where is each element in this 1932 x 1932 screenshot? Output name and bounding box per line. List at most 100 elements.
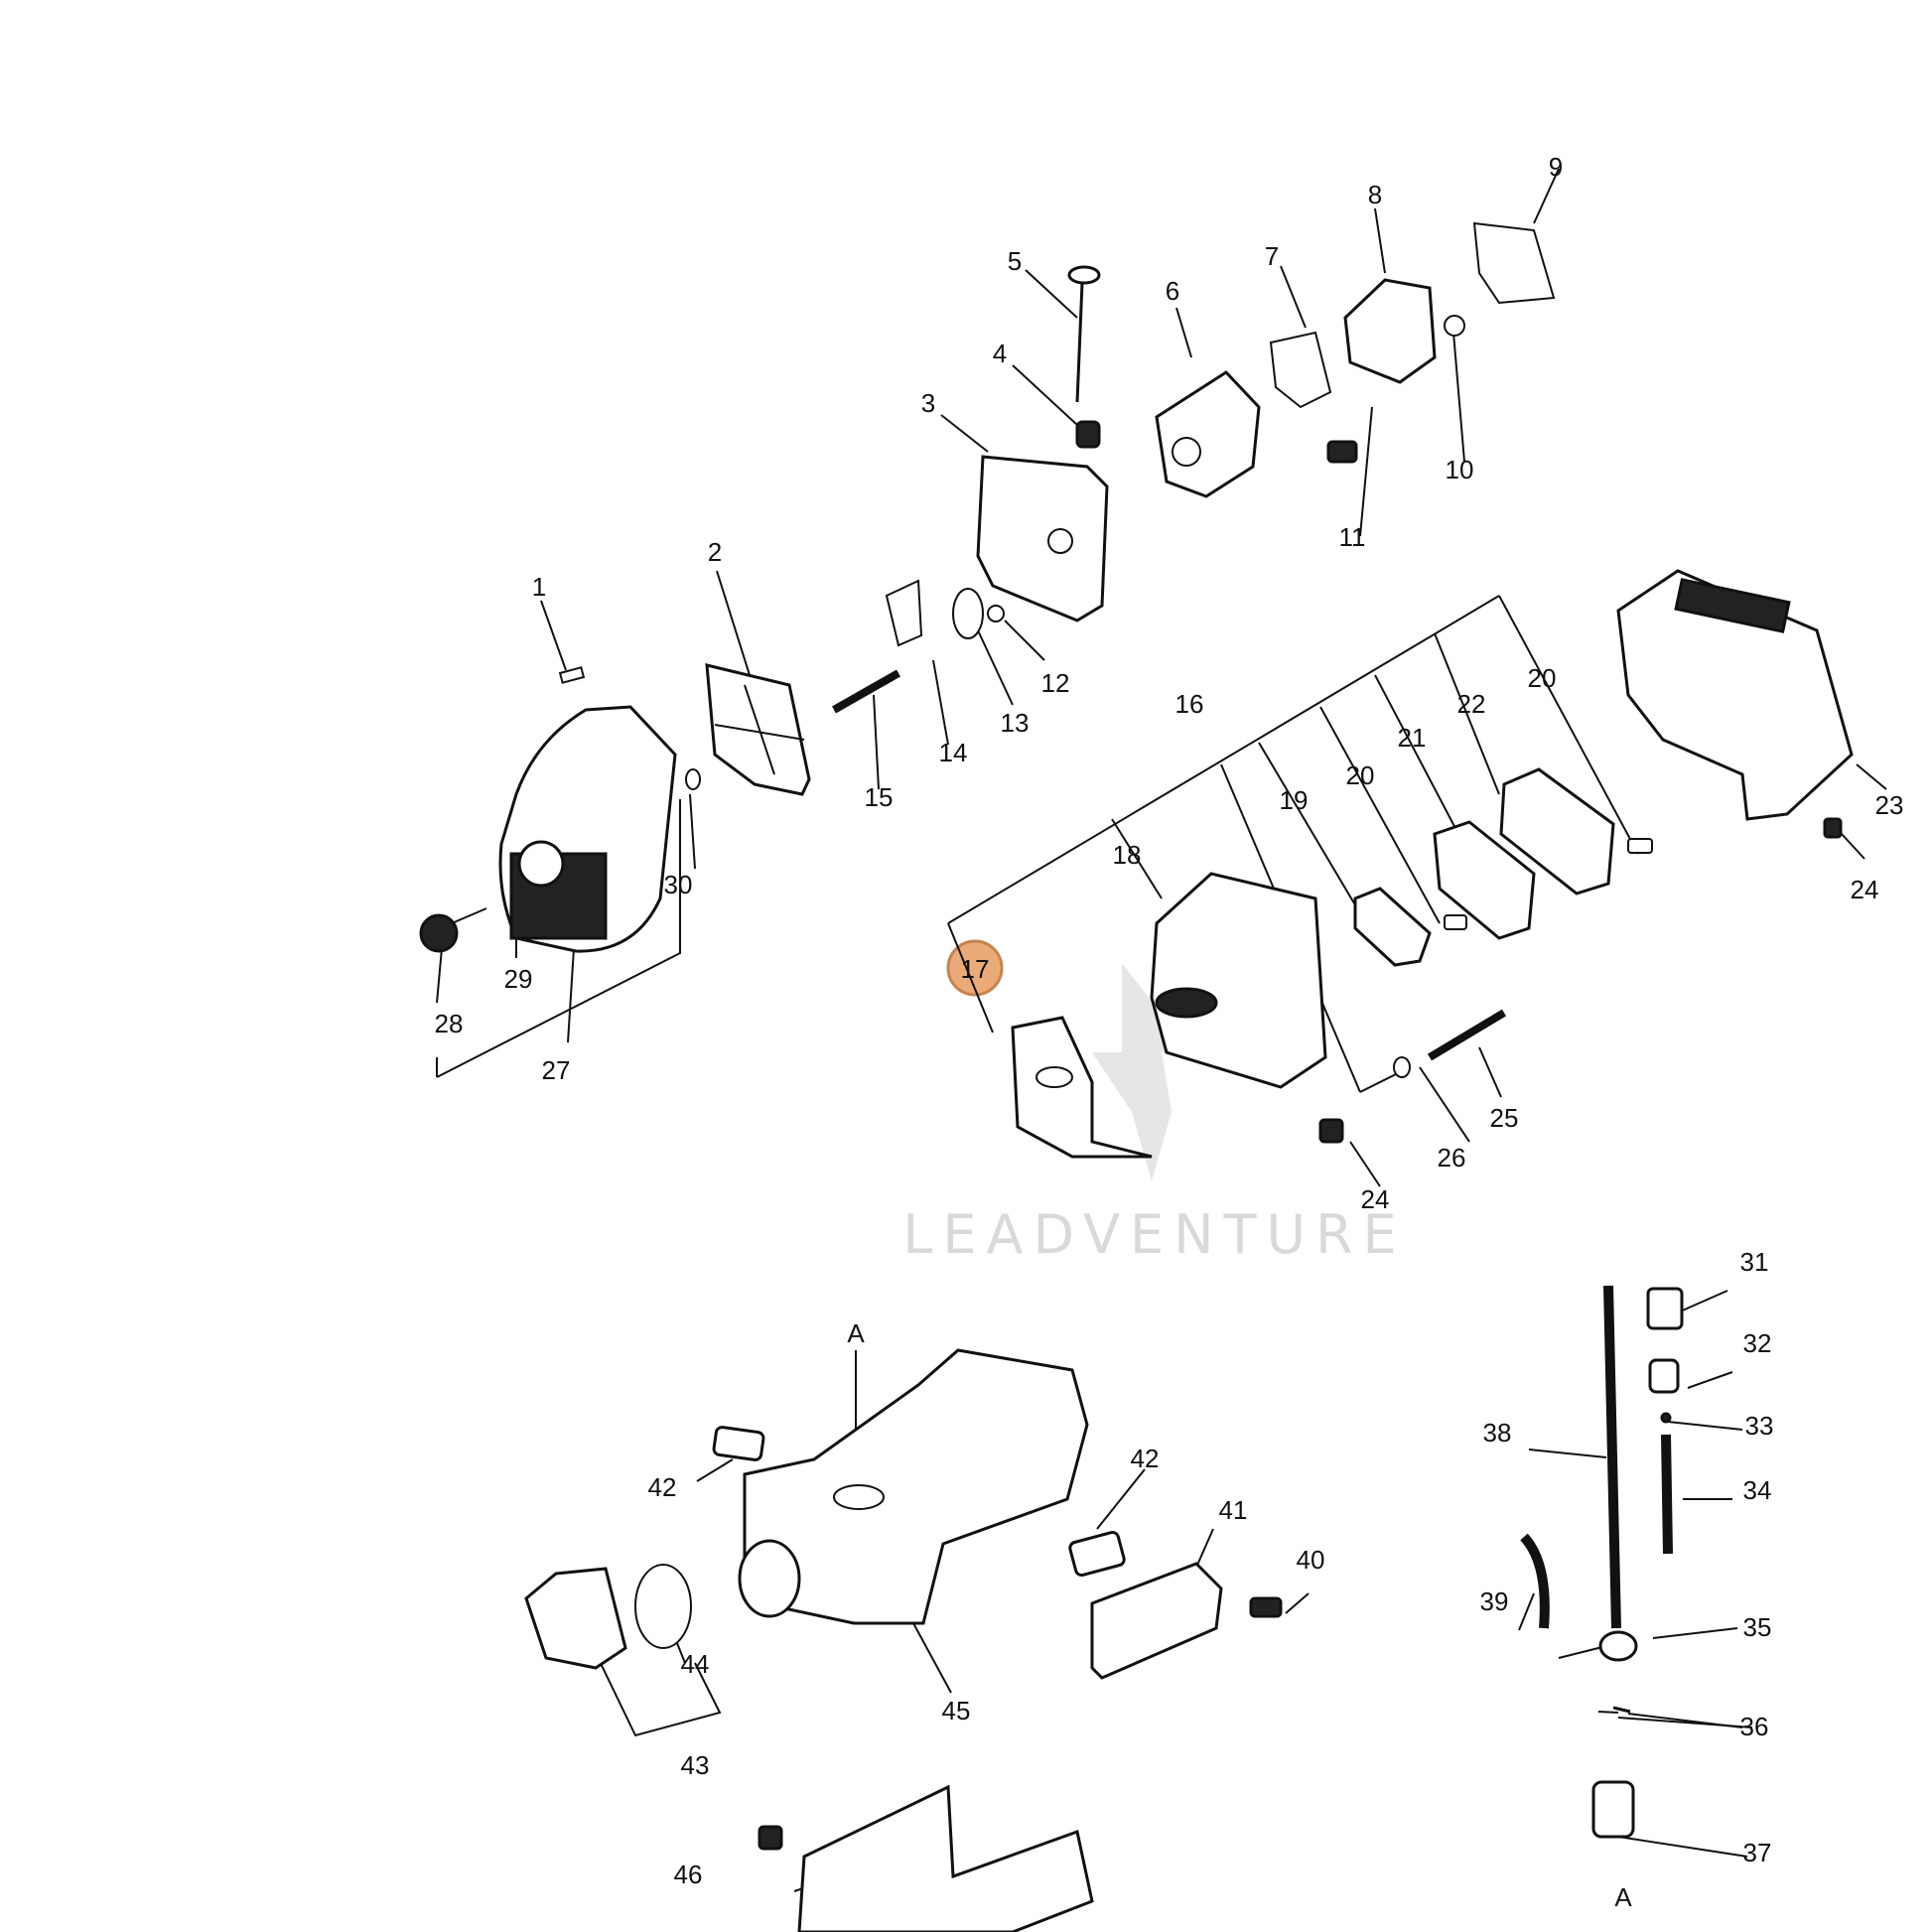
callout-14[interactable]: 14 bbox=[939, 738, 968, 767]
callout-15[interactable]: 15 bbox=[865, 782, 894, 812]
part-31-cap bbox=[1646, 1287, 1684, 1330]
part-35-grommet bbox=[1598, 1630, 1638, 1662]
part-23-vent-slots bbox=[1674, 578, 1791, 633]
part-3-air-cleaner-case bbox=[976, 455, 1109, 622]
part-25-bolt bbox=[1427, 1009, 1507, 1061]
callout-45[interactable]: 45 bbox=[942, 1696, 971, 1725]
callout-22[interactable]: 22 bbox=[1457, 689, 1486, 719]
callout-29[interactable]: 29 bbox=[504, 964, 533, 994]
part-28-knob bbox=[419, 913, 459, 953]
part-24-screw-right bbox=[1823, 817, 1843, 839]
callout-26[interactable]: 26 bbox=[1438, 1143, 1466, 1173]
parts bbox=[419, 221, 1854, 1932]
callout-4[interactable]: 4 bbox=[993, 339, 1007, 368]
part-3-case-port bbox=[1047, 528, 1073, 554]
callout-27[interactable]: 27 bbox=[542, 1055, 571, 1085]
part-5-primer-rod bbox=[1075, 282, 1084, 403]
part-6-carburetor bbox=[1155, 370, 1261, 498]
callout-17[interactable]: 17 bbox=[961, 954, 990, 984]
callout-25[interactable]: 25 bbox=[1490, 1103, 1519, 1133]
callout-39[interactable]: 39 bbox=[1480, 1587, 1509, 1616]
callout-24-right[interactable]: 24 bbox=[1851, 875, 1879, 904]
part-7-gasket bbox=[1269, 331, 1332, 409]
part-12-washer bbox=[987, 605, 1005, 622]
callout-20-upper[interactable]: 20 bbox=[1528, 663, 1557, 693]
callout-34[interactable]: 34 bbox=[1743, 1475, 1772, 1505]
part-13-clip bbox=[952, 588, 984, 639]
callout-7[interactable]: 7 bbox=[1265, 241, 1279, 271]
callout-10[interactable]: 10 bbox=[1446, 455, 1474, 484]
part-33-ring bbox=[1660, 1412, 1672, 1424]
callout-21[interactable]: 21 bbox=[1398, 723, 1427, 753]
part-20-bolt-upper bbox=[1627, 838, 1653, 854]
callout-2[interactable]: 2 bbox=[708, 537, 722, 567]
part-18-muffler-outlet bbox=[1155, 987, 1218, 1019]
callout-9[interactable]: 9 bbox=[1549, 152, 1563, 182]
callout-6[interactable]: 6 bbox=[1166, 276, 1179, 306]
callout-19[interactable]: 19 bbox=[1280, 785, 1309, 815]
callout-11[interactable]: 11 bbox=[1339, 522, 1366, 552]
part-5-primer-knob bbox=[1067, 265, 1101, 285]
callout-28[interactable]: 28 bbox=[435, 1009, 464, 1038]
part-42-grommet-left bbox=[712, 1426, 765, 1461]
leader-lines bbox=[436, 168, 1887, 1892]
part-15-screw bbox=[832, 669, 900, 714]
part-2-air-filter bbox=[705, 663, 811, 796]
part-17-port bbox=[1035, 1066, 1073, 1088]
part-24-screw-lower bbox=[1318, 1118, 1344, 1144]
callout-38[interactable]: 38 bbox=[1483, 1418, 1512, 1448]
callout-36[interactable]: 36 bbox=[1740, 1712, 1769, 1741]
callout-43[interactable]: 43 bbox=[681, 1750, 710, 1780]
part-46-screw bbox=[758, 1825, 783, 1851]
callout-16[interactable]: 16 bbox=[1175, 689, 1204, 719]
part-29-cover-hub bbox=[517, 840, 565, 888]
callout-24-lower[interactable]: 24 bbox=[1361, 1184, 1390, 1214]
part-45-tank-filler bbox=[738, 1539, 801, 1618]
watermark-logo bbox=[1092, 963, 1191, 1181]
part-40-screw bbox=[1249, 1596, 1283, 1618]
callout-1[interactable]: 1 bbox=[532, 572, 546, 602]
callout-18[interactable]: 18 bbox=[1113, 840, 1142, 870]
callout-12[interactable]: 12 bbox=[1041, 668, 1070, 698]
callout-42-right[interactable]: 42 bbox=[1131, 1444, 1160, 1473]
part-10-nut bbox=[1444, 315, 1465, 337]
callout-8[interactable]: 8 bbox=[1368, 180, 1382, 209]
callout-35[interactable]: 35 bbox=[1743, 1612, 1772, 1642]
part-44-cap-gasket bbox=[634, 1564, 692, 1649]
part-4-grommet bbox=[1075, 420, 1101, 449]
part-38-fuel-pipe bbox=[1603, 1285, 1621, 1629]
callout-13[interactable]: 13 bbox=[1001, 708, 1030, 738]
part-6-carb-bore bbox=[1172, 437, 1201, 467]
callout-40[interactable]: 40 bbox=[1297, 1545, 1325, 1575]
watermark-text: LEADVENTURE bbox=[902, 1203, 1406, 1266]
callout-32[interactable]: 32 bbox=[1743, 1328, 1772, 1358]
part-45-tank-neck bbox=[833, 1484, 885, 1510]
part-36-pin bbox=[1612, 1706, 1631, 1714]
callout-30[interactable]: 30 bbox=[664, 870, 693, 899]
callout-5[interactable]: 5 bbox=[1008, 246, 1022, 276]
callout-44[interactable]: 44 bbox=[681, 1649, 710, 1679]
part-43-fuel-cap bbox=[524, 1567, 627, 1670]
connector-label-a-top: A bbox=[847, 1318, 865, 1348]
part-32-cap bbox=[1648, 1358, 1680, 1394]
callout-41[interactable]: 41 bbox=[1219, 1495, 1248, 1525]
callout-42-left[interactable]: 42 bbox=[648, 1472, 677, 1502]
part-8-insulator bbox=[1343, 278, 1437, 384]
callout-labels: 1 2 3 4 5 6 7 8 9 10 11 12 13 14 15 16 1… bbox=[435, 152, 1904, 1912]
part-37-fuel-filter bbox=[1591, 1780, 1635, 1839]
part-1-tab bbox=[558, 666, 586, 684]
callout-46[interactable]: 46 bbox=[674, 1860, 703, 1889]
callout-23[interactable]: 23 bbox=[1875, 790, 1904, 820]
part-9-gasket bbox=[1472, 221, 1556, 305]
callout-20-middle[interactable]: 20 bbox=[1346, 760, 1375, 790]
part-lower-frame bbox=[797, 1784, 1094, 1932]
callout-37[interactable]: 37 bbox=[1743, 1838, 1772, 1867]
part-39-hose bbox=[1520, 1533, 1550, 1629]
part-11-bolt bbox=[1326, 440, 1358, 464]
part-26-washer bbox=[1393, 1056, 1411, 1078]
callout-31[interactable]: 31 bbox=[1740, 1247, 1769, 1277]
callout-3[interactable]: 3 bbox=[921, 388, 935, 418]
callout-33[interactable]: 33 bbox=[1745, 1411, 1774, 1441]
connector-label-a-bottom: A bbox=[1614, 1882, 1632, 1912]
